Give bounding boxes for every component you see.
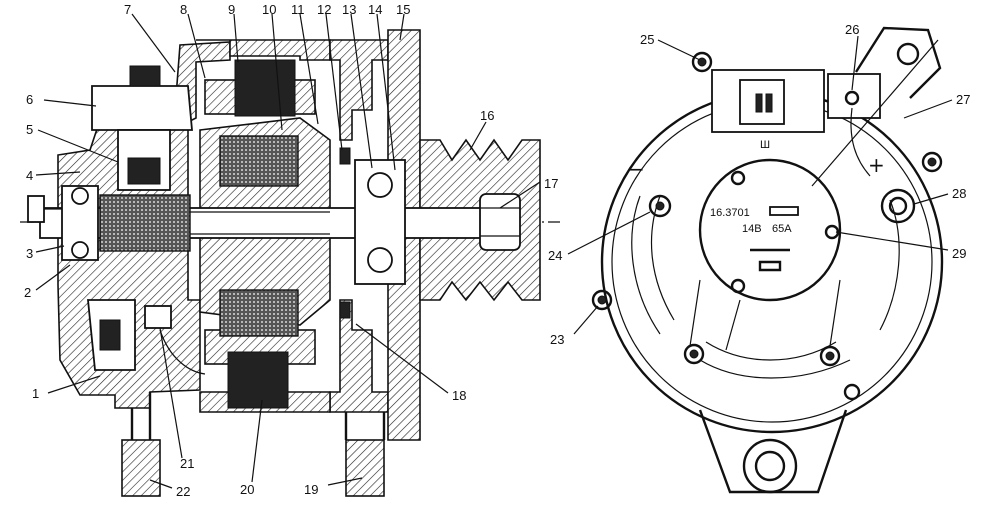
callout-labels-left: 1 2 3 4 5 6 7 8 9 10 11 12 13 14 15 16 1… <box>24 2 558 499</box>
brush-holder <box>91 85 193 131</box>
sectional-view <box>20 29 560 497</box>
screw-top-left <box>691 51 713 73</box>
callout-29: 29 <box>952 246 966 261</box>
callout-12: 12 <box>317 2 331 17</box>
voltage-rating: 14В <box>742 223 762 235</box>
callout-23: 23 <box>550 332 564 347</box>
leader-lines-right <box>567 35 953 335</box>
screw-right <box>921 151 943 173</box>
drive-end-shield-lower <box>329 299 389 413</box>
callout-21: 21 <box>180 456 194 471</box>
callout-13: 13 <box>342 2 356 17</box>
callout-26: 26 <box>845 22 859 37</box>
callout-1: 1 <box>32 386 39 401</box>
minus-symbol: − <box>628 157 645 181</box>
end-view: Ш 16.3701 14В 65А <box>591 26 944 494</box>
pulley-nut <box>479 193 521 251</box>
minus-terminal <box>648 194 672 218</box>
rotor-field-coil-top <box>219 135 299 187</box>
callout-5: 5 <box>26 122 33 137</box>
callout-16: 16 <box>480 108 494 123</box>
center-hub <box>698 158 842 302</box>
top-mounting-ear <box>854 26 942 99</box>
callout-7: 7 <box>124 2 131 17</box>
callout-2: 2 <box>24 285 31 300</box>
callout-27: 27 <box>956 92 970 107</box>
leader-lines-left <box>35 13 541 489</box>
terminal-mark: Ш <box>760 139 770 151</box>
regulator-block <box>827 73 881 119</box>
plus-symbol: + <box>868 153 885 177</box>
callout-6: 6 <box>26 92 33 107</box>
callout-4: 4 <box>26 168 33 183</box>
vent-left <box>631 195 661 335</box>
model-number: 16.3701 <box>710 207 750 219</box>
callout-17: 17 <box>544 176 558 191</box>
mounting-foot-left <box>121 439 161 497</box>
plus-terminal <box>880 188 916 224</box>
stator-winding-bottom <box>227 351 289 409</box>
stator-winding-top <box>234 59 296 117</box>
callout-10: 10 <box>262 2 276 17</box>
vent-bottom <box>699 359 851 379</box>
screw-left <box>591 289 613 311</box>
callout-11: 11 <box>291 2 305 17</box>
callout-20: 20 <box>240 482 254 497</box>
callout-8: 8 <box>180 2 187 17</box>
callout-25: 25 <box>640 32 654 47</box>
callout-labels-right: 23 24 25 26 27 28 29 <box>548 22 970 347</box>
screw-bottom-left <box>683 343 705 365</box>
callout-28: 28 <box>952 186 966 201</box>
callout-19: 19 <box>304 482 318 497</box>
callout-3: 3 <box>26 246 33 261</box>
callout-24: 24 <box>548 248 562 263</box>
callout-14: 14 <box>368 2 382 17</box>
callout-15: 15 <box>396 2 410 17</box>
rear-bolt <box>27 195 45 223</box>
mounting-foot-right <box>345 439 385 497</box>
callout-18: 18 <box>452 388 466 403</box>
callout-9: 9 <box>228 2 235 17</box>
screw-bottom-right <box>819 345 841 367</box>
slip-rings <box>99 194 191 252</box>
rotor-field-coil-bottom <box>219 289 299 337</box>
current-rating: 65А <box>772 223 792 235</box>
callout-22: 22 <box>176 484 190 499</box>
